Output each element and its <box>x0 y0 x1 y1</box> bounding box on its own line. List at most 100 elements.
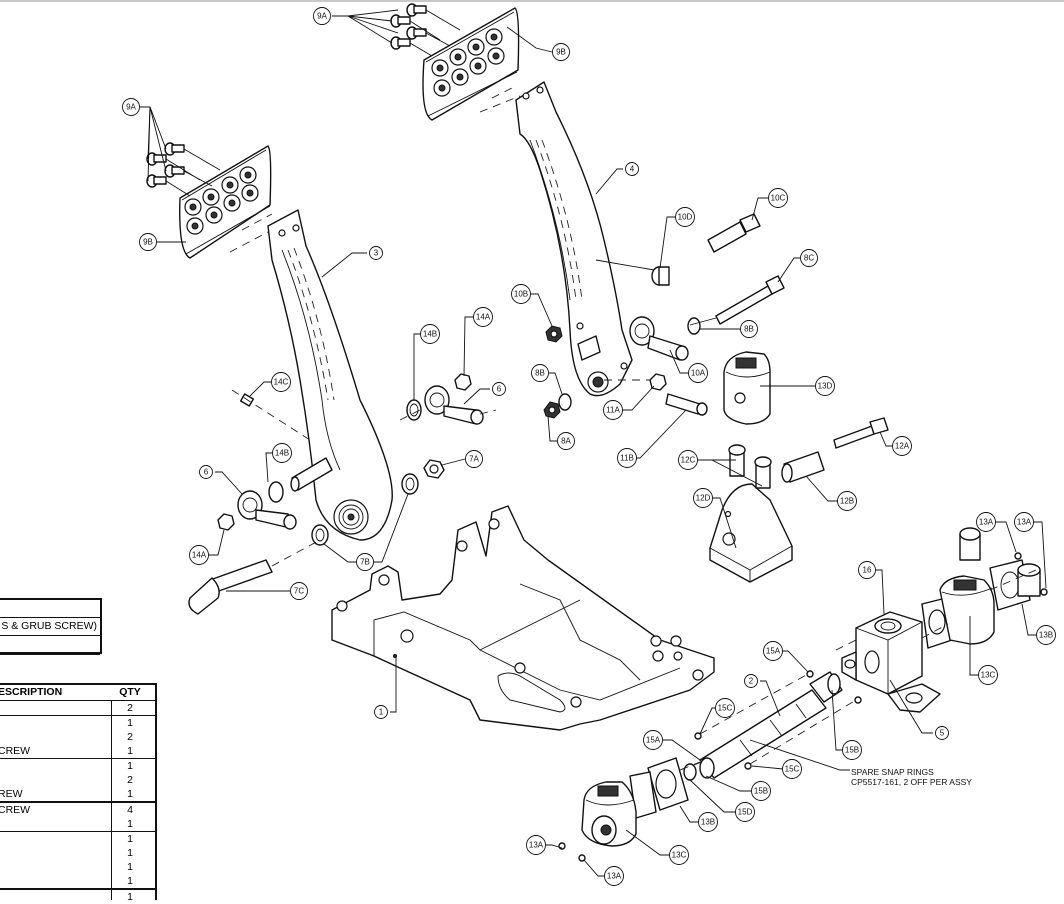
bom-header-description: ESCRIPTION <box>0 686 63 698</box>
balloon-circle <box>465 450 483 468</box>
balloon-circle <box>122 98 140 116</box>
callout-7a: 7A <box>441 450 483 468</box>
balloon-circle <box>290 582 308 600</box>
leader-line <box>1033 521 1047 589</box>
balloon-label: 13A <box>1017 518 1032 527</box>
shaft-2 <box>654 670 862 787</box>
leader-line <box>636 409 687 459</box>
balloon-label: 2 <box>749 677 754 686</box>
bearing-housing-right <box>921 527 1048 649</box>
balloon-circle <box>272 443 292 463</box>
leader-line <box>689 779 736 813</box>
bracket-12d <box>709 417 889 583</box>
title-row <box>0 636 100 655</box>
bom-row: 2 <box>0 701 155 715</box>
bom-row: 1 <box>0 888 155 904</box>
leader-line <box>149 106 167 172</box>
bom-row: 1 <box>0 860 155 874</box>
leader-line <box>506 26 553 53</box>
leader-line <box>549 372 563 395</box>
leader-line <box>777 257 800 283</box>
balloon-circle <box>678 450 698 470</box>
spare-snap-rings-note-line2: CP5517-161, 2 OFF PER ASSY <box>851 777 972 787</box>
callout-6-left: 6 <box>199 465 243 495</box>
callout-12d: 12D <box>693 488 737 549</box>
leader-line <box>463 316 474 377</box>
balloon-label: 15B <box>845 746 859 755</box>
callout-12a: 12A <box>879 431 912 456</box>
balloon-circle <box>189 545 209 565</box>
callout-7c: 7C <box>226 582 308 600</box>
assembly-axes <box>229 85 1037 651</box>
callout-14c: 14C <box>249 372 291 397</box>
leader-line <box>545 844 563 849</box>
balloon-circle <box>313 7 331 25</box>
leader-line <box>347 15 393 22</box>
leader-line <box>208 529 225 556</box>
callout-9b-left: 9B <box>139 233 186 251</box>
callout-15b-low: 15B <box>705 775 771 801</box>
callout-8b-right: 8B <box>700 320 758 338</box>
balloon-label: 13C <box>981 671 996 680</box>
title-row <box>0 655 100 672</box>
bom-row: 2 <box>0 730 155 744</box>
callout-9b: 9B <box>506 26 570 61</box>
balloon-label: 6 <box>204 468 209 477</box>
balloon-circle <box>552 43 570 61</box>
callout-6-right: 6 <box>463 382 506 405</box>
bom-qty: 2 <box>127 731 133 743</box>
balloon-circle <box>693 488 713 508</box>
leader-line <box>215 471 243 495</box>
leader-line <box>332 9 399 17</box>
balloon-label: 13A <box>529 841 544 850</box>
pedal-plate-left <box>179 145 272 259</box>
balloon-circle <box>935 726 949 740</box>
balloon-circle <box>604 866 624 886</box>
bom-qty: 2 <box>127 774 133 786</box>
balloon-label: 8B <box>535 369 545 378</box>
pedal-arm-3 <box>267 209 393 541</box>
balloon-label: 14B <box>423 330 437 339</box>
callout-14a-left: 14A <box>189 529 225 565</box>
balloon-circle <box>492 382 506 396</box>
bom-qty: 1 <box>127 847 133 859</box>
leader-line <box>805 475 838 502</box>
bom-row: 1 <box>0 817 155 831</box>
leader-line <box>374 493 409 563</box>
balloon-label: 7A <box>469 455 479 464</box>
callout-16: 16 <box>858 561 885 615</box>
balloon-circle <box>617 448 637 468</box>
callout-1: 1 <box>374 656 397 719</box>
balloon-label: 13C <box>672 851 687 860</box>
leader-line <box>547 415 557 442</box>
leader-line <box>711 459 763 487</box>
balloon-circle <box>374 705 388 719</box>
balloon-circle <box>511 284 531 304</box>
leader-line <box>595 168 623 195</box>
bom-qty: 1 <box>127 717 133 729</box>
bom-qty: 1 <box>127 760 133 772</box>
callout-13a-r2: 13A <box>1014 512 1047 589</box>
callout-13c-right: 13C <box>969 616 998 685</box>
leader-line <box>622 385 655 411</box>
balloon-label: 8C <box>804 254 814 263</box>
balloon-circle <box>978 665 998 685</box>
callout-10c: 10C <box>751 188 788 221</box>
balloon-circle <box>740 320 758 338</box>
callout-15b-right: 15B <box>831 689 862 760</box>
balloon-circle <box>603 400 623 420</box>
callout-10a: 10A <box>669 349 708 383</box>
balloon-label: 13A <box>607 872 622 881</box>
balloon-circle <box>688 363 708 383</box>
balloon-circle <box>768 188 788 208</box>
balloon-circle <box>139 233 157 251</box>
hardware-arm-3 <box>188 373 484 615</box>
balloon-label: 15C <box>785 765 800 774</box>
callout-10d: 10D <box>659 207 695 269</box>
balloon-circle <box>751 781 771 801</box>
balloon-label: 3 <box>374 249 379 258</box>
